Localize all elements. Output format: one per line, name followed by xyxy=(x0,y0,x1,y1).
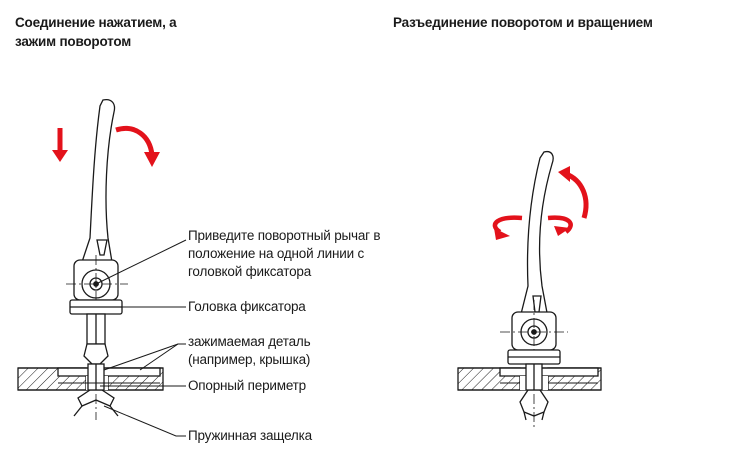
heading-connect: Соединение нажатием, а зажим поворотом xyxy=(15,13,255,51)
left-assembly xyxy=(17,98,164,420)
left-clamped-plate xyxy=(17,367,164,391)
callout-lever-line-3: головкой фиксатора xyxy=(188,264,312,279)
right-rotary-lever xyxy=(519,150,554,319)
leader-clamped-part xyxy=(139,343,186,371)
heading-connect-line-1: Соединение нажатием, а xyxy=(15,15,177,30)
callout-clamped-line-1: зажимаемая деталь xyxy=(188,334,311,349)
callout-lever-line-2: положение на одной линии с xyxy=(188,246,365,261)
callout-clamped-line-2: (например, крышка) xyxy=(188,352,311,367)
right-clamped-plate xyxy=(457,367,602,391)
heading-disconnect: Разъединение поворотом и вращением xyxy=(393,15,653,30)
callout-lever-alignment: Приведите поворотный рычаг в положение н… xyxy=(188,227,381,281)
callout-support-perimeter: Опорный периметр xyxy=(188,378,306,393)
left-push-arrow xyxy=(52,128,68,162)
right-spin-arrows xyxy=(492,215,573,240)
heading-connect-line-2: зажим поворотом xyxy=(15,34,132,49)
callout-locking-head: Головка фиксатора xyxy=(188,299,306,314)
right-rotate-arrow xyxy=(558,166,589,219)
left-rotary-lever xyxy=(81,98,116,263)
callout-clamped-part: зажимаемая деталь (например, крышка) xyxy=(188,333,311,369)
callout-spring-snap: Пружинная защелка xyxy=(188,428,312,443)
callout-leaders xyxy=(95,239,187,437)
leader-spring xyxy=(103,405,186,437)
left-rotate-arrow xyxy=(115,126,160,167)
right-assembly xyxy=(457,150,602,430)
leader-lever xyxy=(95,239,187,285)
callout-lever-line-1: Приведите поворотный рычаг в xyxy=(188,228,381,243)
